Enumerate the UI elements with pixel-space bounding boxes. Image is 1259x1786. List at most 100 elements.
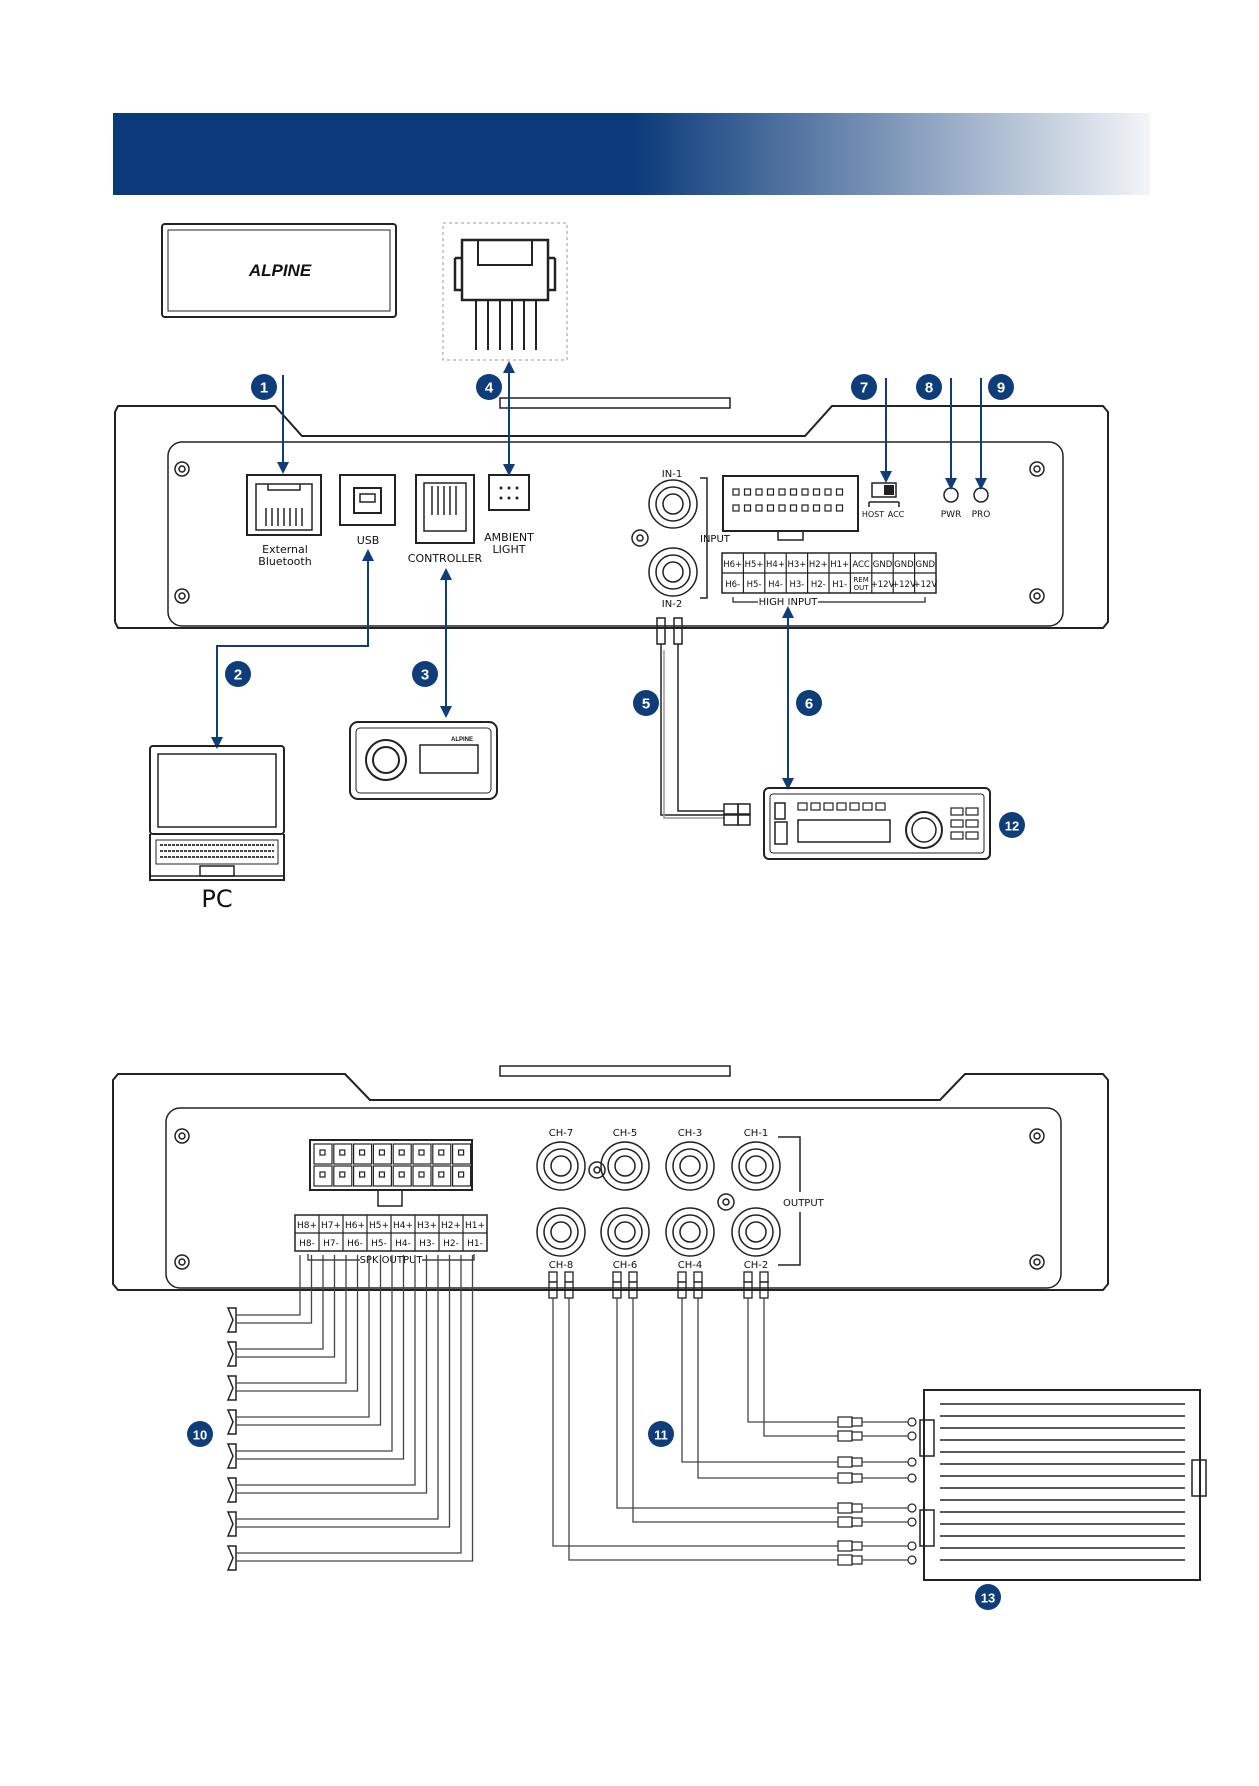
callout-number: 1: [260, 380, 268, 397]
brand-logo-text: ALPINE: [248, 261, 312, 280]
rca-input-cable: [656, 617, 751, 826]
spk-bottom-cell: H2-: [443, 1239, 459, 1249]
high-top-cell: GND: [873, 560, 893, 570]
callout-badge: 5: [633, 690, 659, 716]
spk-bottom-cell: H6-: [347, 1239, 363, 1249]
callout-badge: 8: [916, 374, 942, 400]
controller-illustration: ALPINE: [349, 721, 498, 800]
callout-badge: 1: [251, 374, 277, 400]
high-input-label: HIGH INPUT: [759, 597, 819, 608]
ch-bottom-label: CH-6: [613, 1260, 637, 1271]
high-top-cell: H3+: [787, 560, 806, 570]
usb-label: USB: [357, 534, 380, 547]
high-bottom-cell: H5-: [747, 580, 762, 590]
spk-bottom-cell: H8-: [299, 1239, 315, 1249]
high-bottom-cell: H4-: [768, 580, 783, 590]
rca-output-cables: [548, 1271, 917, 1566]
spk-top-cell: H6+: [345, 1221, 365, 1231]
high-bottom-cell: H3-: [789, 580, 804, 590]
bottom-amplifier-panel: H8+ H7+ H6+ H5+ H4+ H3+ H2+ H1+ H8- H7- H6- H5- H4- H…: [112, 1065, 1109, 1291]
ch-top-label: CH-1: [744, 1128, 768, 1139]
ambient-connector-illustration: [442, 222, 568, 361]
callout-badge: 12: [999, 812, 1025, 838]
callout-badge: 11: [648, 1421, 674, 1447]
high-top-cell: H2+: [809, 560, 828, 570]
high-bottom-cell: H2-: [811, 580, 826, 590]
output-label: OUTPUT: [783, 1198, 825, 1209]
callout-number: 6: [805, 696, 813, 713]
spk-top-cell: H2+: [441, 1221, 461, 1231]
callout-badge: 3: [412, 661, 438, 687]
spk-top-cell: H3+: [417, 1221, 437, 1231]
in2-label: IN-2: [662, 599, 682, 610]
ch-top-label: CH-5: [613, 1128, 637, 1139]
spk-top-cell: H8+: [297, 1221, 317, 1231]
callout-number: 4: [485, 380, 494, 397]
high-top-cell: H5+: [745, 560, 764, 570]
switch-host-label: HOST: [862, 510, 884, 519]
pc-label: PC: [201, 885, 232, 913]
ch-top-label: CH-3: [678, 1128, 702, 1139]
top-connection-lines: [211, 361, 987, 790]
ch-bottom-label: CH-2: [744, 1260, 768, 1271]
speaker-wiring: [226, 1255, 474, 1571]
laptop-illustration: PC: [149, 745, 285, 913]
high-top-cell: H4+: [766, 560, 785, 570]
callout-number: 13: [981, 1591, 995, 1606]
callout-number: 2: [234, 667, 242, 684]
callout-number: 3: [421, 667, 429, 684]
high-bottom-cell: H6-: [725, 580, 740, 590]
callout-number: 10: [193, 1428, 207, 1443]
ethernet-label-2: Bluetooth: [258, 555, 311, 568]
spk-top-cell: H4+: [393, 1221, 413, 1231]
controller-label: CONTROLLER: [408, 552, 483, 565]
high-bottom-cell: +12V: [892, 580, 916, 590]
ambient-label-1: AMBIENT: [484, 531, 534, 544]
spk-top-cell: H5+: [369, 1221, 389, 1231]
callout-badge: 4: [476, 374, 502, 400]
high-top-cell: GND: [916, 560, 936, 570]
ch-bottom-label: CH-4: [678, 1260, 702, 1271]
spk-bottom-cell: H4-: [395, 1239, 411, 1249]
input-label: INPUT: [700, 534, 731, 545]
callout-badge: 9: [988, 374, 1014, 400]
callout-number: 8: [925, 380, 933, 397]
top-amplifier-panel: External Bluetooth USB CONTROLLER AMBIEN…: [114, 397, 1109, 629]
spk-bottom-cell: H1-: [467, 1239, 483, 1249]
pro-label: PRO: [972, 510, 991, 520]
high-top-cell: H6+: [723, 560, 742, 570]
alpine-unit-illustration: ALPINE: [161, 223, 397, 318]
ch-bottom-label: CH-8: [549, 1260, 573, 1271]
in1-label: IN-1: [662, 469, 682, 480]
callout-number: 11: [654, 1428, 668, 1443]
high-bottom-cell: H1-: [832, 580, 847, 590]
high-top-cell: ACC: [852, 560, 870, 570]
callout-badge: 2: [225, 661, 251, 687]
high-bottom-cell: +12V: [871, 580, 895, 590]
callout-number: 5: [642, 696, 650, 713]
external-amplifier-illustration: [919, 1389, 1207, 1581]
svg-text:ALPINE: ALPINE: [451, 737, 473, 743]
callout-badge: 6: [796, 690, 822, 716]
ambient-label-2: LIGHT: [493, 543, 526, 556]
high-bottom-cell: +12V: [913, 580, 937, 590]
callout-number: 12: [1005, 819, 1019, 834]
header-banner: [113, 113, 1150, 195]
callout-badge: 13: [975, 1584, 1001, 1610]
high-top-cell: H1+: [830, 560, 849, 570]
high-top-cell: GND: [894, 560, 914, 570]
spk-bottom-cell: H5-: [371, 1239, 387, 1249]
spk-bottom-cell: H7-: [323, 1239, 339, 1249]
spk-top-cell: H7+: [321, 1221, 341, 1231]
spk-top-cell: H1+: [465, 1221, 485, 1231]
ch-top-label: CH-7: [549, 1128, 573, 1139]
spk-bottom-cell: H3-: [419, 1239, 435, 1249]
callout-badge: 7: [851, 374, 877, 400]
switch-acc-label: ACC: [888, 510, 905, 519]
callout-number: 7: [860, 380, 868, 397]
pwr-label: PWR: [941, 510, 962, 520]
callout-number: 9: [997, 380, 1005, 397]
